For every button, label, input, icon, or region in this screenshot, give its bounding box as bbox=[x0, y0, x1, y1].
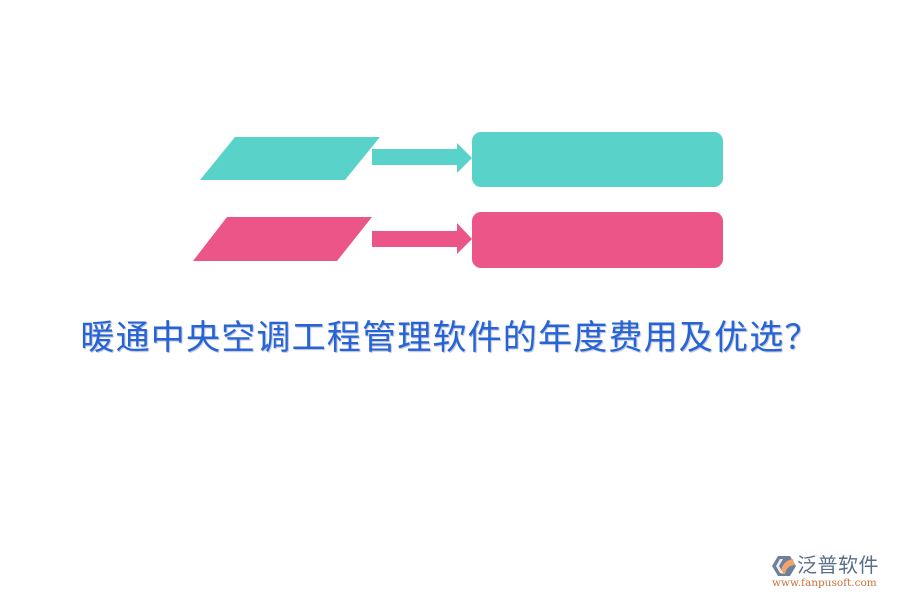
fanpu-logo: 泛普软件 www.fanpusoft.com bbox=[770, 553, 892, 589]
page-title: 暖通中央空调工程管理软件的年度费用及优选？ bbox=[80, 318, 820, 358]
arrow-right-icon-pink bbox=[372, 223, 472, 254]
output-box-teal bbox=[472, 132, 723, 187]
logo-url: www.fanpusoft.com bbox=[772, 577, 877, 589]
logo-name: 泛普软件 bbox=[797, 553, 879, 577]
input-parallelogram-pink bbox=[193, 217, 372, 261]
fanpu-logo-icon bbox=[772, 556, 796, 576]
output-box-pink bbox=[472, 212, 723, 268]
arrow-right-icon-teal bbox=[372, 143, 472, 173]
input-parallelogram-teal bbox=[200, 137, 380, 180]
